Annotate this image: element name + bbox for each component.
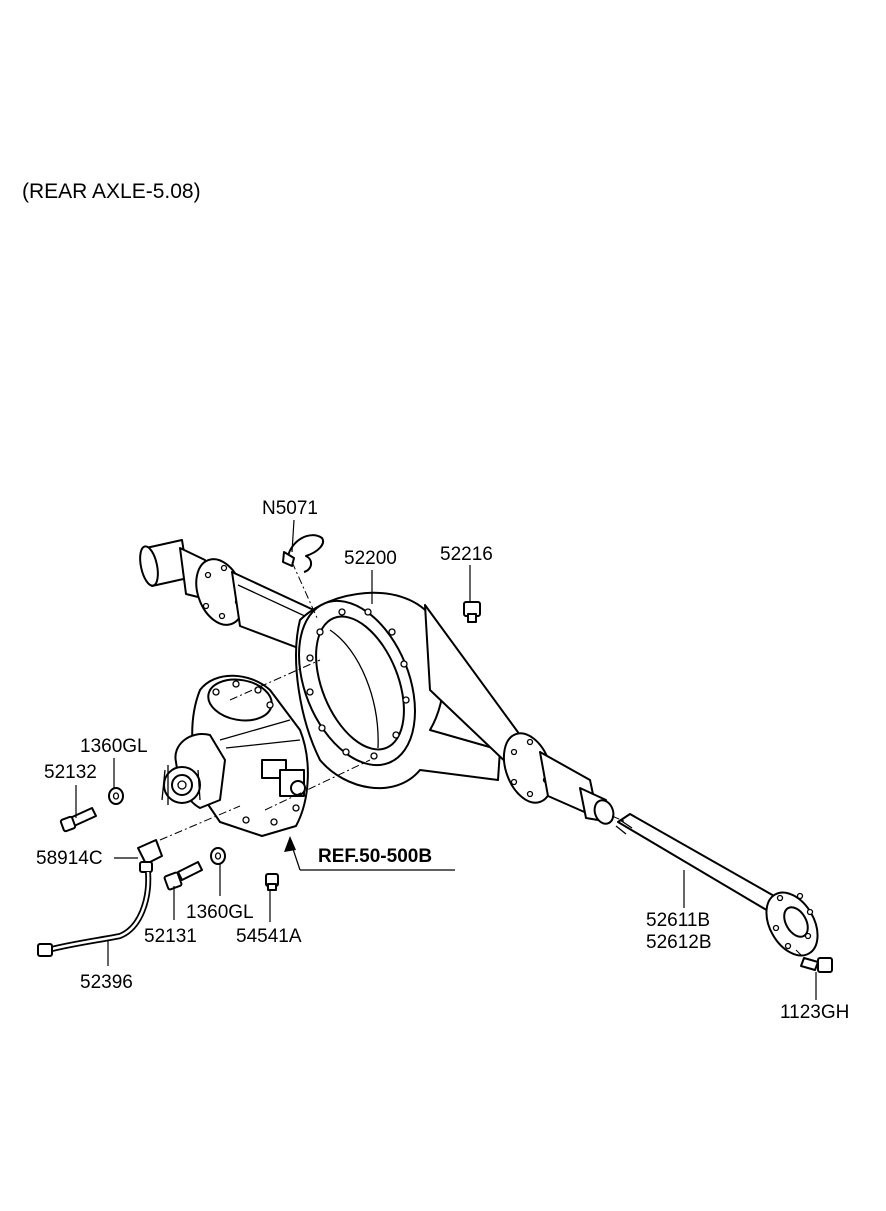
label-54541a: 54541A xyxy=(236,926,302,947)
breather-clip[interactable] xyxy=(282,534,324,573)
drain-plug[interactable] xyxy=(463,601,481,623)
label-1123gh: 1123GH xyxy=(780,1002,849,1023)
label-52611b: 52611B xyxy=(646,910,710,931)
label-52131: 52131 xyxy=(144,926,197,947)
differential-carrier[interactable] xyxy=(161,674,309,837)
axle-shaft[interactable] xyxy=(615,813,828,964)
brake-hose[interactable] xyxy=(37,871,152,957)
label-n5071: N5071 xyxy=(262,498,318,519)
bolt-52132[interactable] xyxy=(59,807,97,833)
label-1360gl-top: 1360GL xyxy=(80,736,148,757)
diagram-title: (REAR AXLE-5.08) xyxy=(22,180,201,203)
elbow-fitting[interactable] xyxy=(137,839,163,873)
bolt-52131[interactable] xyxy=(163,861,203,891)
axle-housing[interactable] xyxy=(137,539,617,826)
label-ref: REF.50-500B xyxy=(318,846,432,867)
label-52132: 52132 xyxy=(44,762,97,783)
label-52216: 52216 xyxy=(440,544,493,565)
stud-54541a[interactable] xyxy=(265,873,279,891)
label-52396: 52396 xyxy=(80,972,133,993)
bolt-1123gh[interactable] xyxy=(800,957,833,973)
label-52612b: 52612B xyxy=(646,932,712,953)
label-1360gl-bottom: 1360GL xyxy=(186,902,254,923)
label-52200: 52200 xyxy=(344,548,397,569)
label-58914c: 58914C xyxy=(36,848,103,869)
